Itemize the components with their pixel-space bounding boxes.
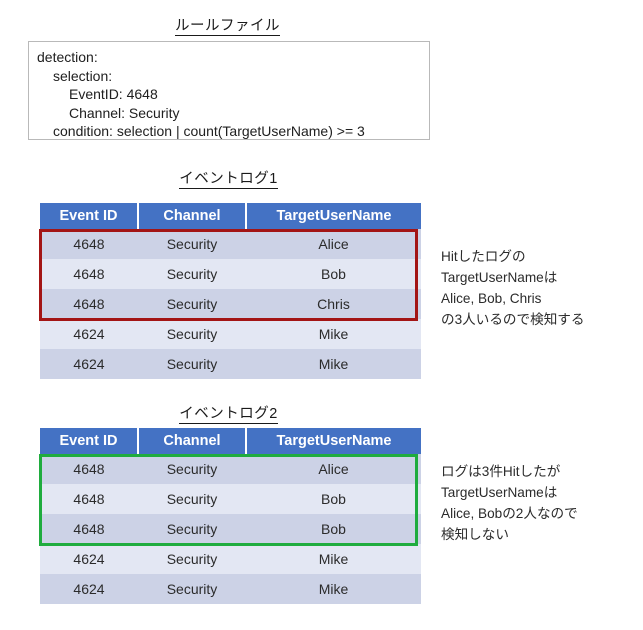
rule-file-title: ルールファイル xyxy=(0,14,455,36)
rule-line-condition: condition: selection | count(TargetUserN… xyxy=(53,123,365,140)
table-row: 4648 Security Bob xyxy=(40,259,421,289)
rule-file-box: detection: selection: EventID: 4648 Chan… xyxy=(28,41,430,140)
cell-event-id: 4648 xyxy=(40,259,138,289)
cell-targetusername: Alice xyxy=(246,454,421,484)
annotation-line: TargetUserNameは xyxy=(441,270,558,285)
cell-channel: Security xyxy=(138,259,246,289)
event-log-1-title-text: イベントログ1 xyxy=(179,171,278,189)
cell-event-id: 4648 xyxy=(40,454,138,484)
cell-event-id: 4624 xyxy=(40,544,138,574)
cell-event-id: 4624 xyxy=(40,574,138,604)
column-header-event-id: Event ID xyxy=(40,428,139,454)
cell-channel: Security xyxy=(138,514,246,544)
rule-line-selection: selection: xyxy=(53,67,113,84)
rule-file-title-text: ルールファイル xyxy=(175,18,280,36)
cell-targetusername: Mike xyxy=(246,349,421,379)
cell-event-id: 4624 xyxy=(40,319,138,349)
annotation-line: 検知しない xyxy=(441,527,509,542)
event-log-2-title-text: イベントログ2 xyxy=(179,406,278,424)
table-header-row: Event ID Channel TargetUserName xyxy=(40,203,421,229)
event-log-1-table: Event ID Channel TargetUserName 4648 Sec… xyxy=(40,203,421,379)
cell-targetusername: Alice xyxy=(246,229,421,259)
annotation-line: Alice, Bob, Chris xyxy=(441,291,542,306)
rule-line-eventid: EventID: 4648 xyxy=(69,86,158,103)
event-log-2-title: イベントログ2 xyxy=(40,402,417,424)
table-header-row: Event ID Channel TargetUserName xyxy=(40,428,421,454)
annotation-line: の3人いるので検知する xyxy=(441,312,585,327)
cell-event-id: 4648 xyxy=(40,289,138,319)
cell-targetusername: Mike xyxy=(246,544,421,574)
column-header-targetusername: TargetUserName xyxy=(245,428,421,454)
cell-targetusername: Bob xyxy=(246,484,421,514)
annotation-line: Alice, Bobの2人なので xyxy=(441,506,578,521)
table-row: 4624 Security Mike xyxy=(40,544,421,574)
cell-channel: Security xyxy=(138,319,246,349)
cell-targetusername: Bob xyxy=(246,514,421,544)
table-row: 4624 Security Mike xyxy=(40,574,421,604)
cell-event-id: 4648 xyxy=(40,229,138,259)
table-row: 4648 Security Alice xyxy=(40,229,421,259)
cell-event-id: 4624 xyxy=(40,349,138,379)
table-row: 4624 Security Mike xyxy=(40,349,421,379)
event-log-1-title: イベントログ1 xyxy=(40,167,417,189)
cell-targetusername: Chris xyxy=(246,289,421,319)
column-header-channel: Channel xyxy=(137,428,247,454)
event-log-1-annotation: Hitしたログの TargetUserNameは Alice, Bob, Chr… xyxy=(441,246,585,330)
annotation-line: Hitしたログの xyxy=(441,249,526,264)
cell-channel: Security xyxy=(138,289,246,319)
table-row: 4648 Security Chris xyxy=(40,289,421,319)
cell-channel: Security xyxy=(138,454,246,484)
event-log-2-table: Event ID Channel TargetUserName 4648 Sec… xyxy=(40,428,421,604)
column-header-channel: Channel xyxy=(137,203,247,229)
cell-targetusername: Mike xyxy=(246,574,421,604)
column-header-event-id: Event ID xyxy=(40,203,139,229)
column-header-targetusername: TargetUserName xyxy=(245,203,421,229)
table-row: 4624 Security Mike xyxy=(40,319,421,349)
rule-line-channel: Channel: Security xyxy=(69,104,180,121)
cell-event-id: 4648 xyxy=(40,484,138,514)
cell-targetusername: Mike xyxy=(246,319,421,349)
cell-event-id: 4648 xyxy=(40,514,138,544)
cell-channel: Security xyxy=(138,574,246,604)
table-row: 4648 Security Bob xyxy=(40,484,421,514)
annotation-line: TargetUserNameは xyxy=(441,485,558,500)
cell-channel: Security xyxy=(138,484,246,514)
table-row: 4648 Security Bob xyxy=(40,514,421,544)
table-row: 4648 Security Alice xyxy=(40,454,421,484)
event-log-2-annotation: ログは3件Hitしたが TargetUserNameは Alice, Bobの2… xyxy=(441,461,578,545)
annotation-line: ログは3件Hitしたが xyxy=(441,464,561,479)
cell-targetusername: Bob xyxy=(246,259,421,289)
cell-channel: Security xyxy=(138,544,246,574)
cell-channel: Security xyxy=(138,229,246,259)
cell-channel: Security xyxy=(138,349,246,379)
rule-line-detection: detection: xyxy=(37,49,98,65)
